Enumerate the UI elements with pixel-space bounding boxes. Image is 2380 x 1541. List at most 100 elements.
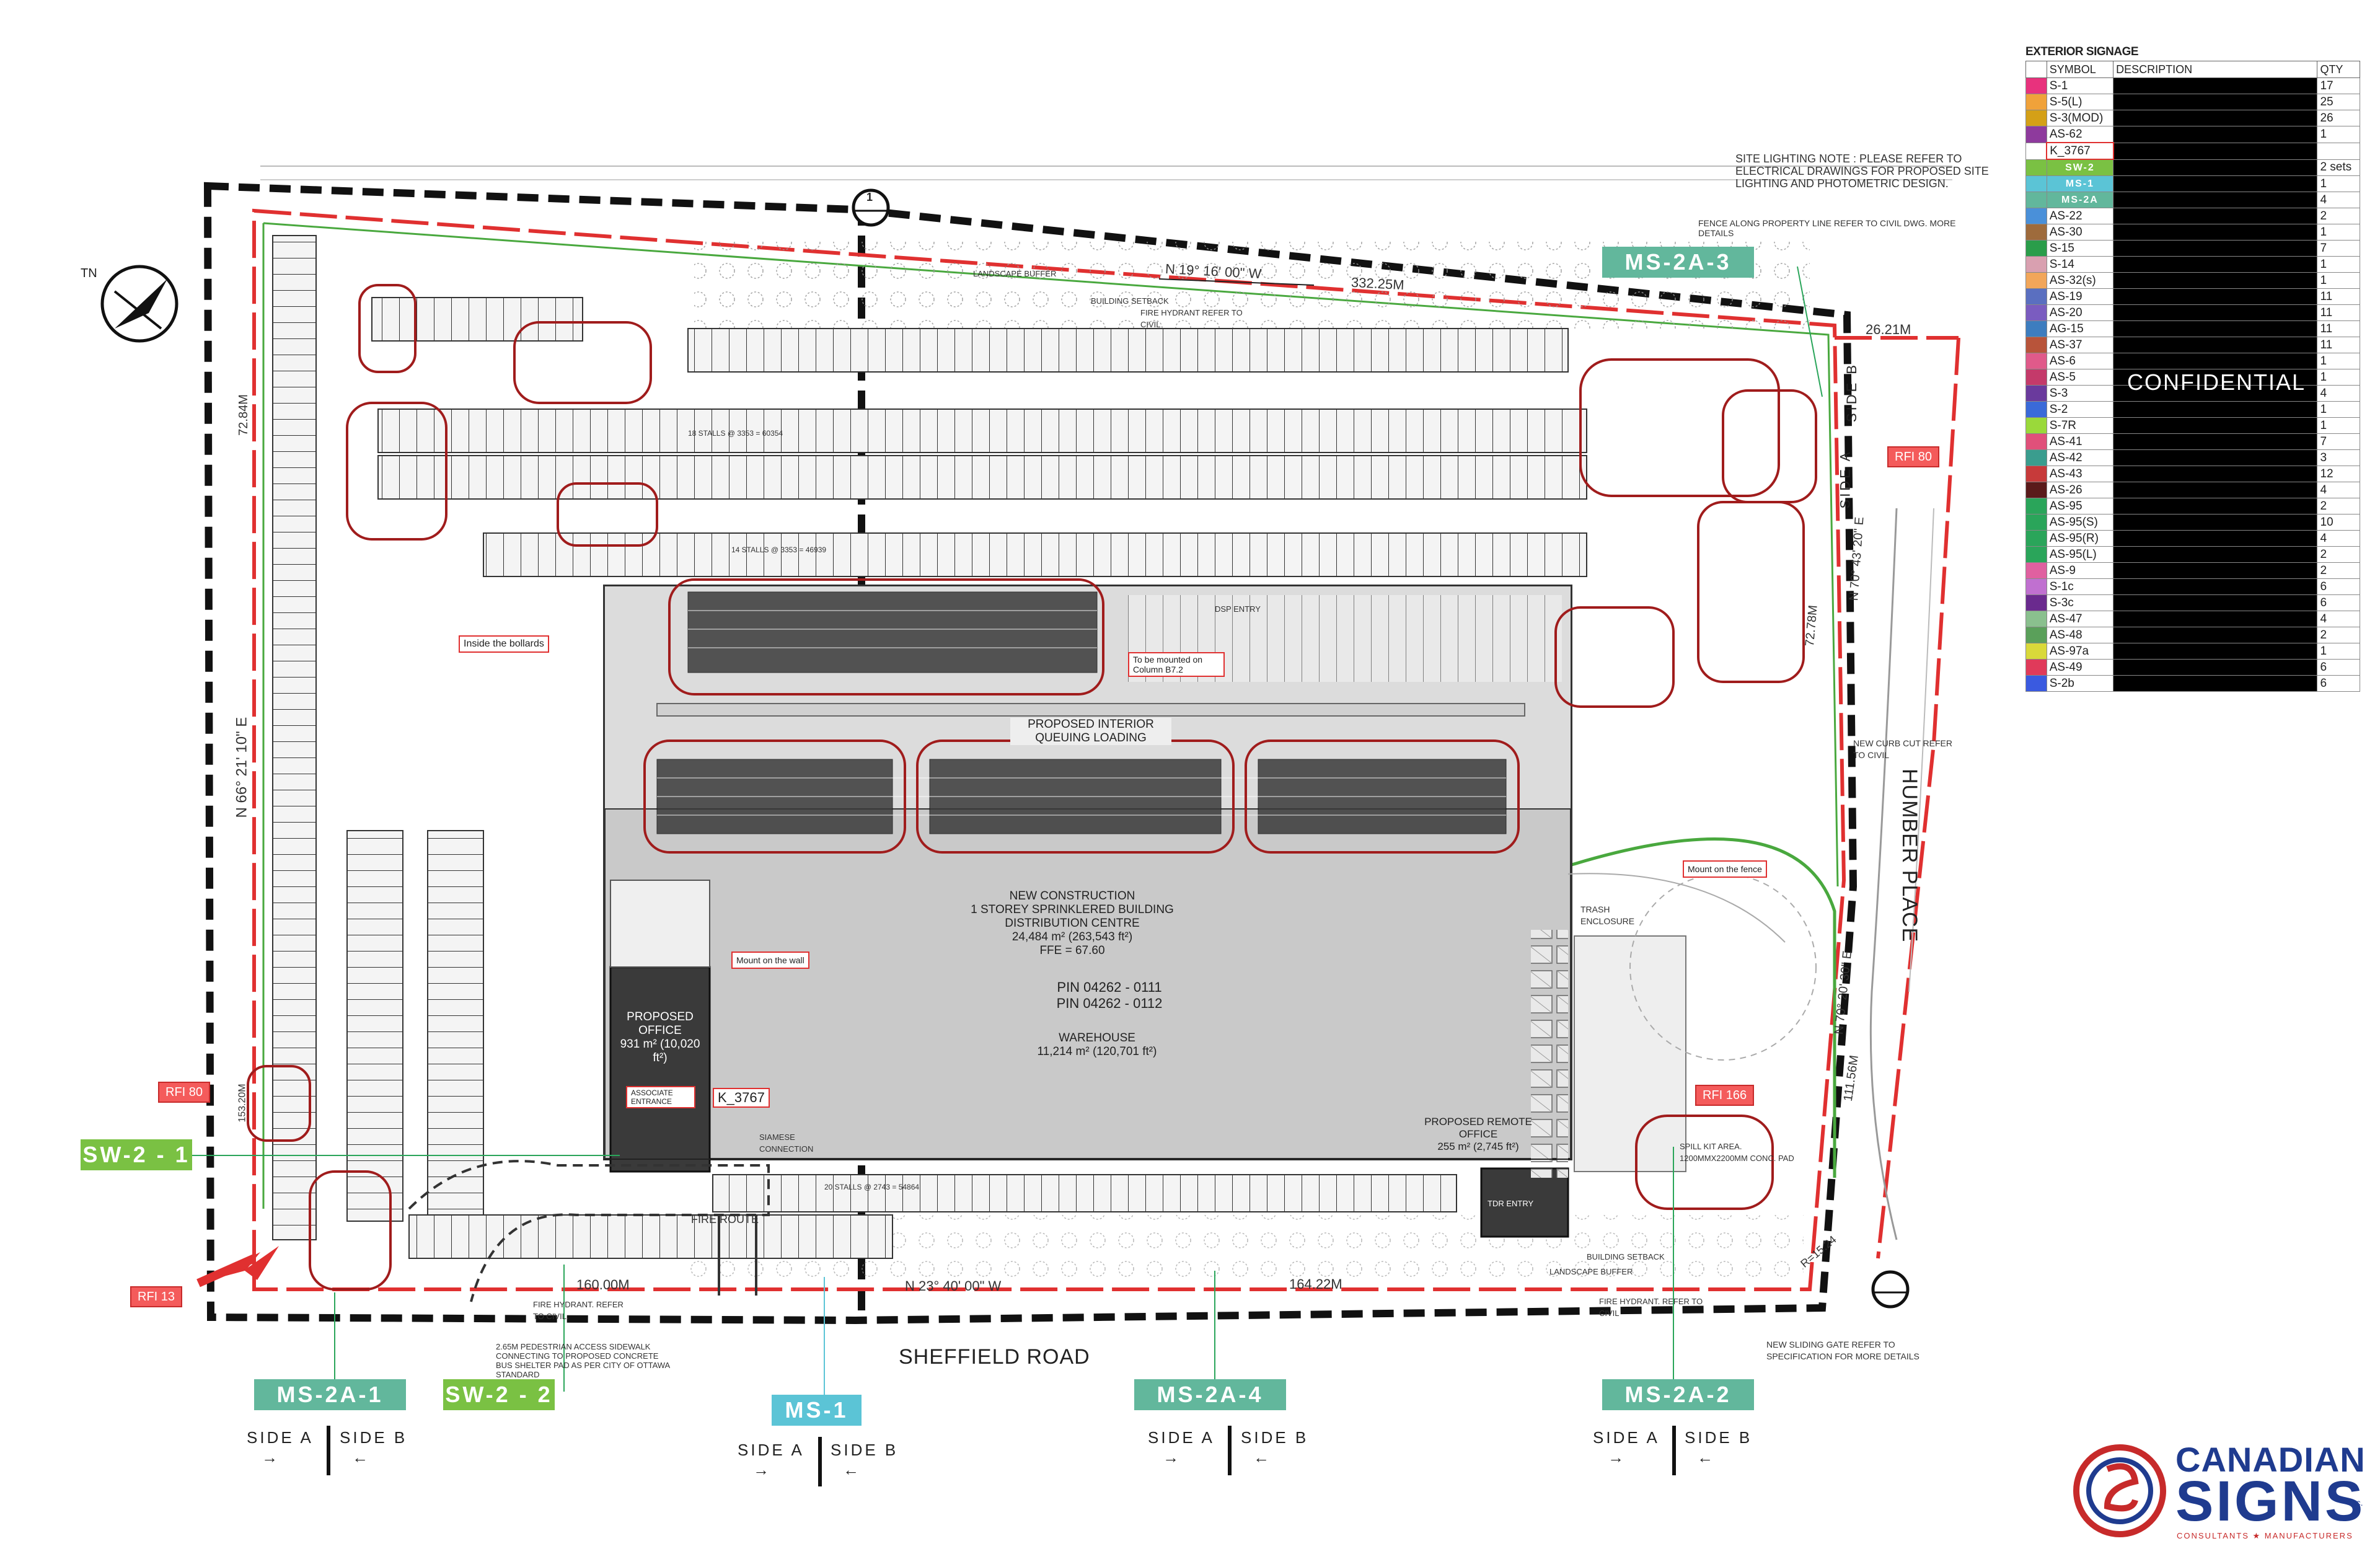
- dim-top: 332.25m: [1351, 274, 1405, 293]
- legend-row: AS-95(S)10: [2025, 514, 2360, 531]
- legend-symbol: S-2: [2046, 401, 2114, 418]
- legend-swatch: [2025, 126, 2047, 143]
- exterior-signage-legend: EXTERIOR SIGNAGE SYMBOL DESCRIPTION QTY …: [2025, 43, 2360, 692]
- legend-description: [2113, 337, 2318, 353]
- side-a-label-2: SIDE A: [738, 1441, 804, 1459]
- legend-swatch: [2025, 417, 2047, 434]
- dsp-entry-label: DSP ENTRY: [1215, 604, 1261, 614]
- legend-symbol: S-15: [2046, 240, 2114, 257]
- legend-qty: 2: [2317, 498, 2360, 514]
- callout-ms-1: MS-1: [772, 1395, 862, 1426]
- building-ffe: FFE = 67.60: [1039, 944, 1105, 957]
- legend-symbol: S-3: [2046, 385, 2114, 402]
- rfi-80-right-tag: RFI 80: [1887, 446, 1940, 467]
- legend-swatch: [2025, 110, 2047, 126]
- fence-note: FENCE ALONG PROPERTY LINE REFER TO CIVIL…: [1698, 218, 1956, 238]
- legend-symbol: AS-95: [2046, 498, 2114, 514]
- legend-qty: 6: [2317, 659, 2360, 676]
- legend-qty: 2: [2317, 208, 2360, 224]
- legend-qty: 7: [2317, 240, 2360, 257]
- legend-qty: 2: [2317, 546, 2360, 563]
- legend-symbol: MS-2A: [2046, 192, 2114, 208]
- legend-description: [2113, 562, 2318, 579]
- legend-qty: 2: [2317, 627, 2360, 643]
- legend-qty: 1: [2317, 401, 2360, 418]
- legend-description: [2113, 94, 2318, 110]
- legend-swatch: [2025, 337, 2047, 353]
- landscape-buffer-label-top: LANDSCAPE BUFFER: [973, 269, 1057, 278]
- side-divider-1: [327, 1426, 330, 1475]
- legend-qty: 17: [2317, 77, 2360, 94]
- inside-bollards-tag: Inside the bollards: [459, 635, 549, 653]
- confidential-label: CONFIDENTIAL: [2127, 369, 2306, 395]
- building-title-1: NEW CONSTRUCTION: [1009, 890, 1135, 903]
- humber-place-label: HUMBER PLACE: [1898, 769, 1921, 943]
- mount-wall-tag: Mount on the wall: [731, 952, 809, 969]
- legend-description: [2113, 224, 2318, 241]
- side-b-arrow-1: ←: [352, 1448, 368, 1467]
- spill-kit-note: SPILL KIT AREA. 1200mmx2200mm CONC. PAD: [1680, 1142, 1794, 1163]
- legend-symbol: S-7R: [2046, 417, 2114, 434]
- legend-description: [2113, 530, 2318, 547]
- legend-swatch: [2025, 94, 2047, 110]
- legend-symbol: S-3(MOD): [2046, 110, 2114, 126]
- legend-symbol: AS-43: [2046, 466, 2114, 482]
- legend-qty: 4: [2317, 611, 2360, 627]
- site-lighting-note: SITE LIGHTING NOTE : PLEASE REFER TO ELE…: [1735, 152, 1989, 190]
- trash-enclosure-note: TRASH ENCLOSURE: [1580, 904, 1635, 926]
- legend-description: [2113, 482, 2318, 498]
- side-a-arrow-3: →: [1163, 1448, 1179, 1467]
- side-a-label-1: SIDE A: [247, 1428, 314, 1447]
- legend-qty: 4: [2317, 192, 2360, 208]
- remote-office-title: PROPOSED REMOTE OFFICE: [1424, 1116, 1532, 1140]
- legend-description: [2113, 159, 2318, 176]
- legend-swatch: [2025, 482, 2047, 498]
- legend-title: EXTERIOR SIGNAGE: [2025, 45, 2139, 58]
- office-label: PROPOSED OFFICE 931 m² (10,020 ft²): [614, 1010, 707, 1065]
- dim-top-bearing: N 19° 16' 00" W: [1165, 260, 1262, 282]
- legend-description: [2113, 304, 2318, 321]
- logo-inc: Inc.: [2349, 1498, 2363, 1508]
- legend-qty: 11: [2317, 288, 2360, 305]
- legend-symbol: S-14: [2046, 256, 2114, 273]
- legend-symbol: AS-95(L): [2046, 546, 2114, 563]
- legend-qty: 25: [2317, 94, 2360, 110]
- legend-description: [2113, 256, 2318, 273]
- side-b-arrow-2: ←: [843, 1460, 859, 1479]
- dim-left-small: 153.20m: [237, 1084, 248, 1123]
- stalls-mid: 14 STALLS @ 3353 = 46939: [731, 545, 827, 554]
- legend-swatch: [2025, 320, 2047, 337]
- legend-description: [2113, 288, 2318, 305]
- pin-numbers: PIN 04262 - 0111 PIN 04262 - 0112: [1016, 979, 1202, 1012]
- legend-qty: 1: [2317, 272, 2360, 289]
- legend-swatch: [2025, 659, 2047, 676]
- legend-symbol: AS-26: [2046, 482, 2114, 498]
- legend-description: [2113, 175, 2318, 192]
- legend-description: [2113, 449, 2318, 466]
- legend-header-swatch: [2025, 61, 2047, 78]
- legend-description: [2113, 578, 2318, 595]
- stalls-bottom: 20 STALLS @ 2743 = 54864: [824, 1183, 920, 1191]
- legend-header-symbol: SYMBOL: [2046, 61, 2114, 78]
- legend-description: [2113, 77, 2318, 94]
- legend-swatch: [2025, 288, 2047, 305]
- side-b-arrow-3: ←: [1253, 1448, 1269, 1467]
- legend-swatch: [2025, 627, 2047, 643]
- legend-swatch: [2025, 304, 2047, 321]
- legend-qty: 2: [2317, 562, 2360, 579]
- legend-swatch: [2025, 611, 2047, 627]
- legend-swatch: [2025, 466, 2047, 482]
- side-b-arrow-4: ←: [1697, 1448, 1713, 1467]
- legend-qty: 4: [2317, 385, 2360, 402]
- legend-swatch: [2025, 401, 2047, 418]
